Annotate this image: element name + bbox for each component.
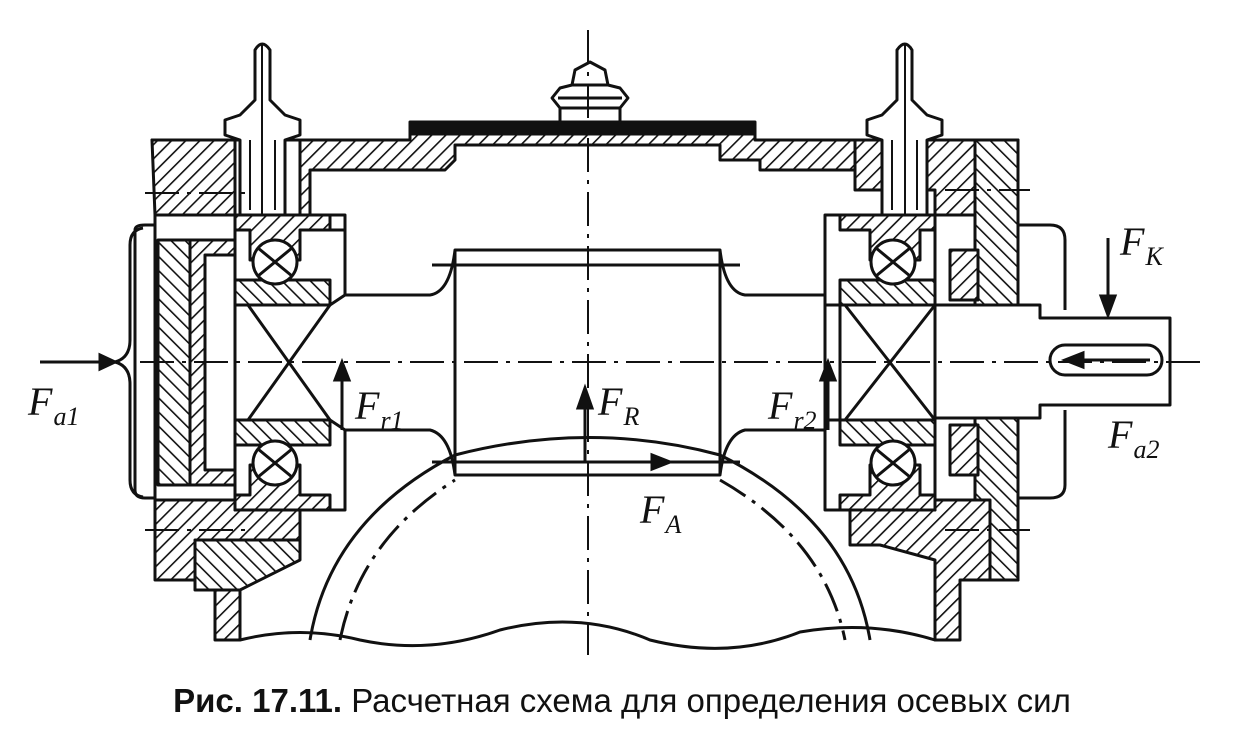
left-end-cover xyxy=(133,213,237,502)
right-screw xyxy=(865,42,944,217)
label-fk: FK xyxy=(1120,219,1163,271)
label-fr: FR xyxy=(598,379,640,431)
fa2-arrow xyxy=(1060,350,1150,370)
fa1-brace xyxy=(113,226,144,499)
left-bearing xyxy=(233,213,347,512)
fa1-arrow xyxy=(40,352,119,372)
caption-text: Расчетная схема для определения осевых с… xyxy=(351,682,1071,719)
fr1-arrow xyxy=(332,357,352,430)
centre-lines xyxy=(140,30,1205,655)
label-fa1: Fa1 xyxy=(28,379,80,431)
fr-arrow xyxy=(575,383,595,462)
left-screw xyxy=(223,42,302,217)
figure-caption: Рис. 17.11. Расчетная схема для определе… xyxy=(0,682,1244,720)
fr2-arrow xyxy=(818,357,838,430)
fk-arrow xyxy=(1098,238,1118,320)
caption-number: Рис. 17.11. xyxy=(173,682,343,719)
left-housing-wall xyxy=(150,138,302,642)
label-fr1: Fr1 xyxy=(355,383,404,435)
label-fr2: Fr2 xyxy=(768,383,817,435)
label-fa: FA xyxy=(640,487,682,539)
fa-arrow xyxy=(585,452,675,472)
gearbox-assembly-drawing xyxy=(40,30,1205,655)
label-fa2: Fa2 xyxy=(1108,412,1160,464)
breather-plug xyxy=(550,60,630,124)
